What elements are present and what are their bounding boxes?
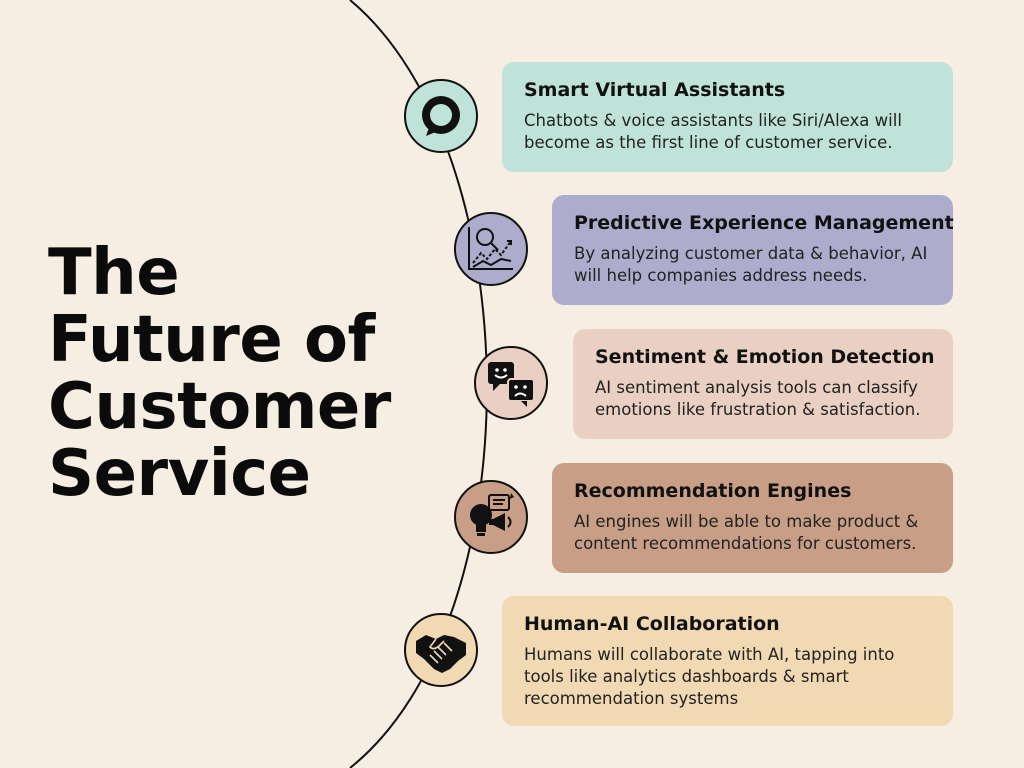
card-recommendation-engines: Recommendation Engines AI engines will b…: [552, 463, 953, 573]
card-sentiment-emotion: Sentiment & Emotion Detection AI sentime…: [573, 329, 953, 439]
card-body: AI engines will be able to make product …: [574, 512, 919, 553]
title-line-3: Customer: [48, 370, 391, 444]
title-line-1: The: [48, 236, 180, 310]
card-body: Chatbots & voice assistants like Siri/Al…: [524, 111, 902, 152]
card-heading: Recommendation Engines: [574, 480, 852, 502]
handshake-icon: [416, 635, 466, 673]
analytics-node: [454, 212, 528, 286]
recommendation-node: [454, 480, 528, 554]
card-predictive-experience: Predictive Experience Management By anal…: [552, 195, 954, 305]
card-smart-virtual-assistants: Smart Virtual Assistants Chatbots & voic…: [502, 62, 953, 172]
idea-megaphone-icon: [470, 493, 514, 536]
page-title: The Future of Customer Service: [48, 240, 391, 508]
title-line-2: Future of: [48, 303, 375, 377]
card-body: By analyzing customer data & behavior, A…: [574, 244, 928, 285]
card-heading: Predictive Experience Management: [574, 212, 954, 234]
collaboration-node: [404, 613, 478, 687]
analytics-chart-icon: [468, 227, 513, 270]
title-line-4: Service: [48, 437, 311, 511]
card-body: AI sentiment analysis tools can classify…: [595, 378, 921, 419]
card-heading: Smart Virtual Assistants: [524, 79, 786, 101]
card-body: Humans will collaborate with AI, tapping…: [524, 645, 895, 708]
card-heading: Sentiment & Emotion Detection: [595, 346, 935, 368]
card-human-ai-collaboration: Human-AI Collaboration Humans will colla…: [502, 596, 953, 726]
emotion-node: [474, 346, 548, 420]
voice-assistant-icon: [422, 96, 460, 136]
card-heading: Human-AI Collaboration: [524, 613, 780, 635]
voice-assistant-node: [404, 79, 478, 153]
emotion-chat-icon: [488, 362, 535, 407]
